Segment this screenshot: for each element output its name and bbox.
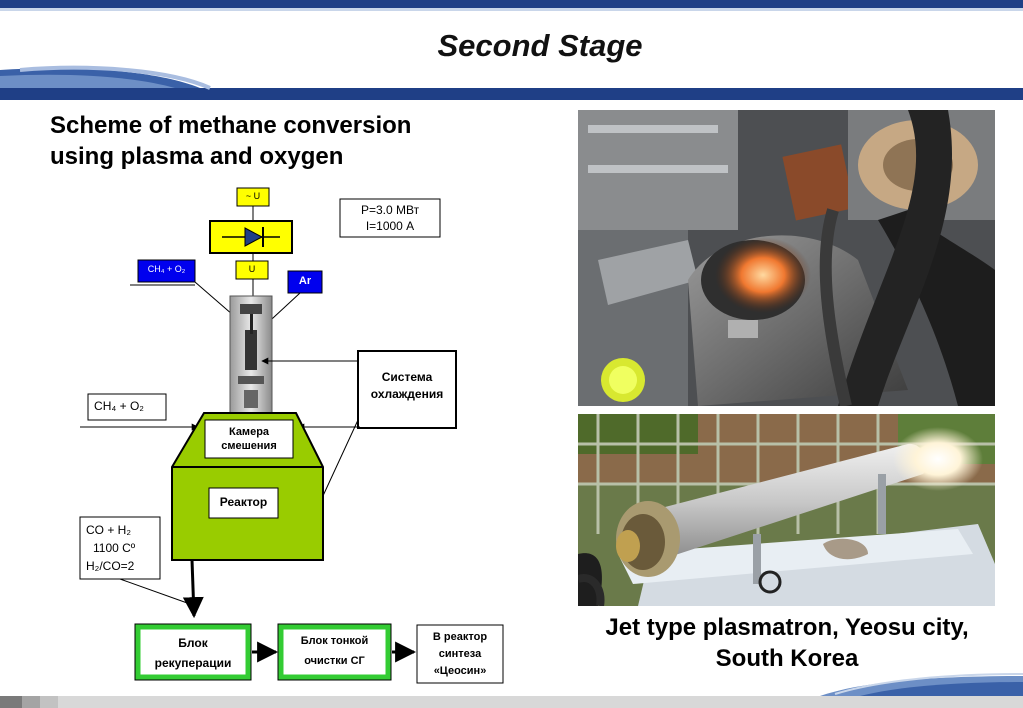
cooling-line1: Система (381, 370, 433, 384)
inlet-top-box (137, 259, 196, 283)
synthesis-text: В реактор синтеза «Цеосин» (417, 629, 503, 680)
mixing-chamber-box (204, 419, 294, 459)
cleaning-line2: очистки СГ (304, 655, 365, 667)
dc-output-box (235, 260, 269, 280)
plasmatron-closeup-photo (578, 110, 995, 406)
argon-label: Ar (298, 275, 312, 287)
product-text: CO + H₂ 1100 Cº H₂/CO=2 (86, 521, 156, 575)
recovery-line2: рекуперации (154, 656, 232, 670)
synthesis-line3: «Цеосин» (433, 665, 487, 677)
product-box (79, 516, 161, 580)
product-line2: 1100 Cº (93, 541, 136, 555)
cooling-system-box (357, 350, 457, 429)
argon-box (287, 270, 323, 294)
photo-caption: Jet type plasmatron, Yeosu city, South K… (578, 612, 996, 674)
parameters-text: P=3.0 МВт I=1000 А (340, 202, 440, 234)
inlet-side-label: CH₄ + O₂ (94, 399, 144, 413)
diode-icon (244, 227, 264, 247)
scheme-heading: Scheme of methane conversion using plasm… (50, 110, 510, 172)
slide-title: Second Stage (437, 28, 643, 63)
synthesis-box (416, 624, 504, 684)
parameters-power: P=3.0 МВт (360, 203, 420, 217)
footer-band (0, 672, 1023, 708)
cooling-system-text: Система охлаждения (358, 369, 456, 403)
header-band (0, 0, 1023, 100)
process-diagram: ~ U U P=3.0 МВт I=1000 А CH₄ + O₂ Ar Сис… (0, 180, 560, 700)
inlet-side-box (87, 393, 167, 421)
product-line1: CO + H₂ (86, 523, 131, 537)
reactor-label-box (208, 487, 279, 519)
parameters-current: I=1000 А (365, 219, 415, 233)
cleaning-line1: Блок тонкой (300, 635, 369, 647)
mixing-chamber-text: Камера смешения (205, 425, 293, 453)
recovery-box (135, 624, 251, 680)
recovery-text: Блок рекуперации (138, 633, 248, 673)
cleaning-box (278, 624, 391, 680)
power-source-label: ~ U (245, 191, 261, 201)
recovery-line1: Блок (178, 636, 208, 650)
caption-line2: South Korea (715, 645, 859, 672)
synthesis-line1: В реактор (432, 631, 488, 643)
mixing-line2: смешения (221, 440, 277, 452)
cleaning-text: Блок тонкой очистки СГ (281, 631, 388, 671)
mixing-line1: Камера (228, 426, 270, 438)
caption-line1: Jet type plasmatron, Yeosu city, (605, 614, 969, 641)
synthesis-line2: синтеза (438, 648, 482, 660)
dc-output-label: U (248, 264, 256, 274)
cooling-line2: охлаждения (370, 387, 444, 401)
parameters-box (339, 198, 441, 238)
product-line3: H₂/CO=2 (86, 559, 135, 573)
scheme-heading-line1: Scheme of methane conversion (50, 112, 412, 139)
inlet-top-label: CH₄ + O₂ (147, 264, 186, 274)
scheme-heading-line2: using plasma and oxygen (50, 143, 344, 170)
reactor-label: Реактор (219, 495, 268, 509)
plasmatron-field-photo (578, 414, 995, 606)
